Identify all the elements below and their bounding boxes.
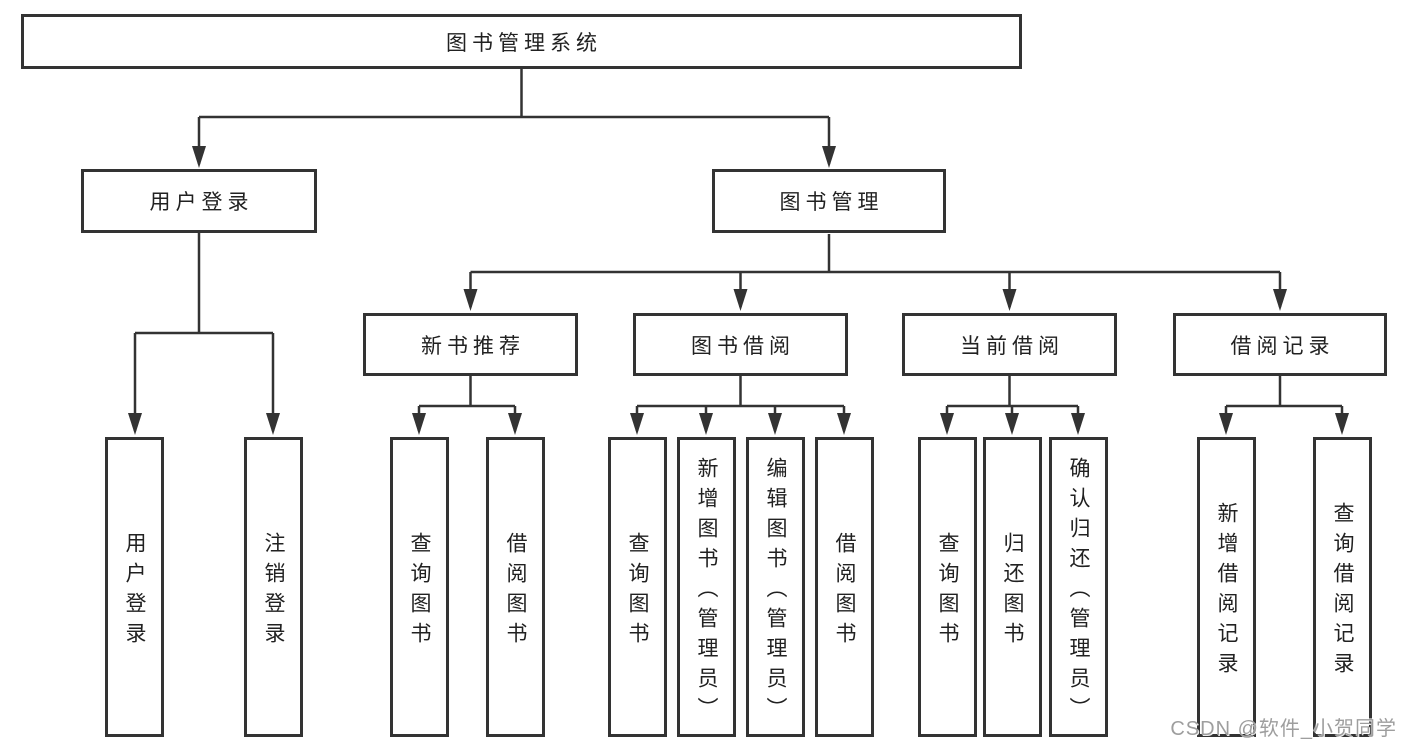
node-leaf-borrow-3: 借阅图书 <box>815 437 874 737</box>
connector-newbook-to-leaves <box>412 376 522 435</box>
node-leaf-records-1-label: 查询借阅记录 <box>1331 501 1354 682</box>
arrow-down-icon <box>128 413 142 435</box>
node-leaf-records-0-label: 新增借阅记录 <box>1215 501 1238 682</box>
arrow-down-icon <box>630 413 644 435</box>
arrow-down-icon <box>1071 413 1085 435</box>
node-leaf-borrow-2: 编辑图书（管理员） <box>746 437 805 737</box>
node-borrowing-records: 借阅记录 <box>1173 313 1387 376</box>
arrow-down-icon <box>733 289 748 311</box>
node-leaf-current-2-label: 确认归还（管理员） <box>1067 456 1090 727</box>
arrow-down-icon <box>508 413 522 435</box>
connector-mgmt-to-level3 <box>463 234 1287 311</box>
arrow-down-icon <box>822 146 836 168</box>
node-new-book-recommend-label: 新书推荐 <box>421 334 525 358</box>
arrow-down-icon <box>940 413 954 435</box>
node-leaf-borrow-0: 查询图书 <box>608 437 667 737</box>
arrow-down-icon <box>463 289 478 311</box>
arrow-down-icon <box>837 413 851 435</box>
connector-records-to-leaves <box>1219 376 1349 435</box>
node-new-book-recommend: 新书推荐 <box>363 313 578 376</box>
arrow-down-icon <box>768 413 782 435</box>
node-leaf-current-1: 归还图书 <box>983 437 1042 737</box>
node-leaf-login-0-label: 用户登录 <box>123 531 146 652</box>
arrow-down-icon <box>699 413 713 435</box>
node-leaf-newbook-0: 查询图书 <box>390 437 449 737</box>
node-leaf-login-1-label: 注销登录 <box>262 531 285 652</box>
arrow-down-icon <box>1005 413 1019 435</box>
node-current-borrowing-label: 当前借阅 <box>960 334 1064 358</box>
node-leaf-newbook-1: 借阅图书 <box>486 437 545 737</box>
arrow-down-icon <box>412 413 426 435</box>
node-leaf-borrow-0-label: 查询图书 <box>626 531 649 652</box>
node-root: 图书管理系统 <box>21 14 1022 69</box>
node-current-borrowing: 当前借阅 <box>902 313 1117 376</box>
node-borrowing-records-label: 借阅记录 <box>1230 334 1335 358</box>
arrow-down-icon <box>192 146 206 168</box>
node-root-label: 图书管理系统 <box>446 31 602 55</box>
connector-current-to-leaves <box>940 376 1085 435</box>
node-book-borrowing-label: 图书借阅 <box>691 334 795 358</box>
node-leaf-current-0: 查询图书 <box>918 437 977 737</box>
node-leaf-borrow-3-label: 借阅图书 <box>833 531 856 652</box>
node-leaf-current-2: 确认归还（管理员） <box>1049 437 1108 737</box>
arrow-down-icon <box>266 413 280 435</box>
connector-root-to-level2 <box>192 69 836 168</box>
arrow-down-icon <box>1273 289 1287 311</box>
arrow-down-icon <box>1219 413 1233 435</box>
node-leaf-borrow-1: 新增图书（管理员） <box>677 437 736 737</box>
node-leaf-current-0-label: 查询图书 <box>936 531 959 652</box>
node-book-management-label: 图书管理 <box>779 191 884 214</box>
arrow-down-icon <box>1002 289 1017 311</box>
node-leaf-login-0: 用户登录 <box>105 437 164 737</box>
connector-borrow-to-leaves <box>630 376 851 435</box>
node-book-borrowing: 图书借阅 <box>633 313 848 376</box>
node-leaf-current-1-label: 归还图书 <box>1001 531 1024 652</box>
node-user-login-label: 用户登录 <box>149 191 254 214</box>
node-leaf-borrow-2-label: 编辑图书（管理员） <box>764 456 787 727</box>
node-leaf-records-1: 查询借阅记录 <box>1313 437 1372 737</box>
node-user-login: 用户登录 <box>81 169 317 233</box>
node-leaf-records-0: 新增借阅记录 <box>1197 437 1256 737</box>
node-leaf-borrow-1-label: 新增图书（管理员） <box>695 456 718 727</box>
node-leaf-login-1: 注销登录 <box>244 437 303 737</box>
connector-login-to-leaves <box>128 233 280 435</box>
node-book-management: 图书管理 <box>712 169 946 233</box>
csdn-watermark: CSDN @软件_小贺同学 <box>1170 718 1397 740</box>
arrow-down-icon <box>1335 413 1349 435</box>
node-leaf-newbook-0-label: 查询图书 <box>408 531 431 652</box>
node-leaf-newbook-1-label: 借阅图书 <box>504 531 527 652</box>
